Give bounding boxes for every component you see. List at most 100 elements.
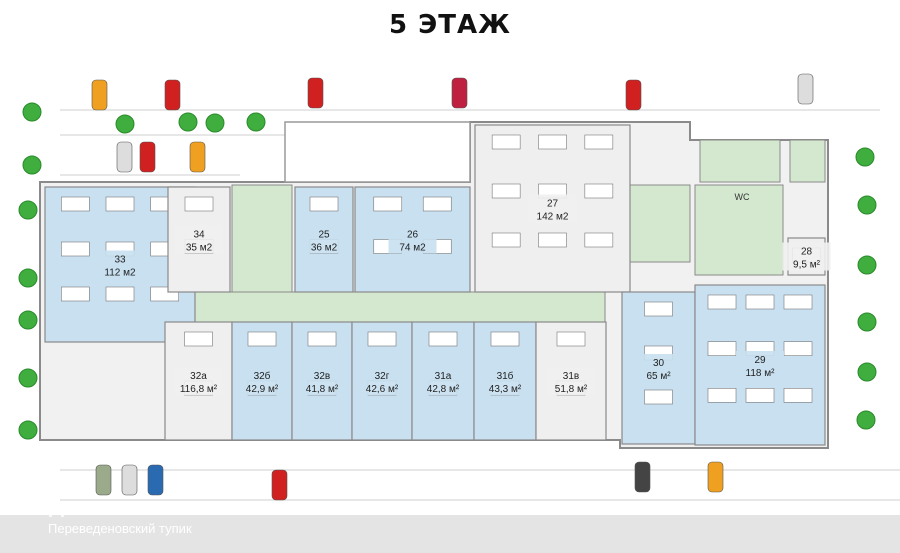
room-label-bg bbox=[782, 242, 831, 271]
desk-icon bbox=[373, 196, 403, 212]
room-area: 42,6 м² bbox=[366, 384, 399, 395]
room-number: 31в bbox=[563, 371, 579, 382]
room-area: 142 м2 bbox=[537, 212, 569, 223]
desk-icon bbox=[584, 183, 614, 199]
street-footer bbox=[0, 515, 900, 553]
room-label-bg bbox=[388, 225, 437, 254]
room-26[interactable]: 26 74 м2 bbox=[354, 186, 471, 293]
car-icon bbox=[139, 141, 156, 173]
room-label-bg bbox=[547, 367, 595, 395]
desk-icon bbox=[644, 301, 673, 317]
street-name: Переведеновский тупик bbox=[48, 521, 192, 536]
car-icon bbox=[121, 464, 138, 496]
room-area: 9,5 м² bbox=[793, 260, 821, 271]
stair-block-left bbox=[231, 184, 293, 293]
room-number: 28 bbox=[801, 247, 813, 258]
room-label-bg bbox=[96, 250, 144, 279]
room-area: 35 м2 bbox=[186, 243, 213, 254]
room-area: 65 м² bbox=[646, 371, 671, 382]
car-icon bbox=[189, 141, 206, 173]
room-label-bg bbox=[528, 194, 577, 223]
tree-icon bbox=[22, 102, 42, 122]
room-label-bg bbox=[300, 225, 348, 254]
desk-icon bbox=[707, 388, 737, 403]
room-label-bg bbox=[358, 367, 406, 395]
room-number: 31а bbox=[435, 371, 452, 382]
tree-icon bbox=[115, 114, 135, 134]
car-icon bbox=[707, 461, 724, 493]
floor-title: 5 ЭТАЖ bbox=[389, 10, 511, 40]
tree-icon bbox=[857, 312, 877, 332]
desk-icon bbox=[644, 389, 673, 405]
desk-icon bbox=[61, 241, 90, 257]
car-icon bbox=[625, 79, 642, 111]
room-area: 51,8 м² bbox=[555, 384, 588, 395]
car-icon bbox=[116, 141, 133, 173]
tree-icon bbox=[857, 255, 877, 275]
room-31b[interactable]: 31б 43,3 м² bbox=[473, 321, 537, 441]
upper-annex bbox=[284, 121, 471, 183]
desk-icon bbox=[491, 232, 521, 248]
room-28[interactable]: 28 9,5 м² bbox=[782, 237, 831, 276]
desk-icon bbox=[184, 196, 214, 212]
room-area: 112 м2 bbox=[104, 268, 136, 279]
desk-icon bbox=[309, 196, 339, 212]
car-icon bbox=[95, 464, 112, 496]
desk-icon bbox=[783, 294, 813, 310]
desk-icon bbox=[556, 331, 586, 347]
room-label-bg bbox=[481, 367, 529, 395]
desk-icon bbox=[707, 341, 737, 356]
room-number: 32в bbox=[314, 371, 330, 382]
room-31v[interactable]: 31в 51,8 м² bbox=[535, 321, 607, 441]
desk-icon bbox=[783, 341, 813, 356]
desk-icon bbox=[367, 331, 397, 347]
car-icon bbox=[634, 461, 651, 493]
room-label-bg bbox=[419, 367, 467, 395]
desk-icon bbox=[184, 331, 213, 347]
car-icon bbox=[164, 79, 181, 111]
room-label-bg bbox=[174, 367, 223, 395]
desk-icon bbox=[61, 196, 90, 212]
room-area: 36 м2 bbox=[311, 243, 338, 254]
room-number: 31б bbox=[497, 370, 514, 382]
room-number: 32а bbox=[190, 371, 207, 382]
wc-block bbox=[694, 184, 784, 276]
room-34[interactable]: 34 35 м2 bbox=[167, 186, 231, 293]
room-number: 27 bbox=[547, 199, 559, 210]
parking-area bbox=[60, 109, 900, 501]
tree-icon bbox=[18, 200, 38, 220]
room-area: 43,3 м² bbox=[489, 384, 522, 395]
tree-icon bbox=[246, 112, 266, 132]
room-area: 74 м2 bbox=[399, 243, 426, 254]
tree-icon bbox=[18, 268, 38, 288]
room-number: 33 bbox=[114, 255, 126, 266]
room-number: 32б bbox=[254, 370, 271, 382]
desk-icon bbox=[584, 232, 614, 248]
desk-icon bbox=[61, 286, 90, 302]
room-30[interactable]: 30 65 м² bbox=[621, 291, 696, 445]
tree-icon bbox=[22, 155, 42, 175]
room-32v[interactable]: 32в 41,8 м² bbox=[291, 321, 353, 441]
desk-icon bbox=[247, 331, 277, 347]
room-27[interactable]: 27 142 м2 bbox=[474, 124, 631, 293]
tree-icon bbox=[205, 113, 225, 133]
room-number: 30 bbox=[653, 358, 665, 369]
room-area: 41,8 м² bbox=[306, 384, 339, 395]
elevator-right bbox=[789, 139, 826, 183]
desk-icon bbox=[105, 196, 135, 212]
room-label-bg bbox=[298, 367, 346, 395]
stair-block-right bbox=[699, 139, 781, 183]
desk-icon bbox=[491, 134, 521, 150]
room-number: 34 bbox=[193, 230, 205, 241]
desk-icon bbox=[428, 331, 458, 347]
wc-label: WC bbox=[735, 192, 750, 202]
car-icon bbox=[451, 77, 468, 109]
room-number: 26 bbox=[407, 230, 419, 241]
